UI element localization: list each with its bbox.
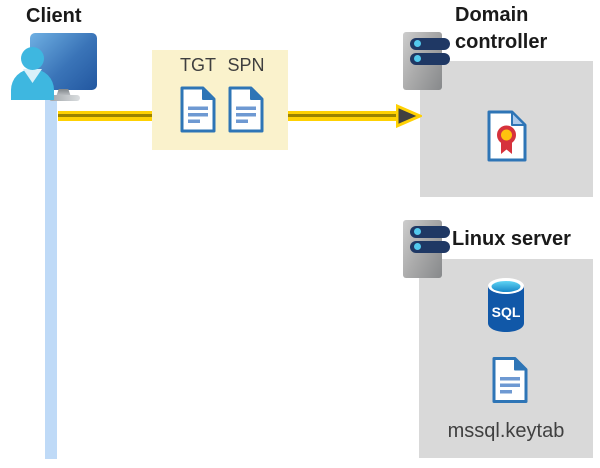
certificate-icon — [487, 110, 527, 162]
person-head — [21, 47, 44, 70]
server-led-dot — [414, 243, 421, 250]
client-label: Client — [26, 5, 82, 27]
spn-document-icon — [228, 86, 264, 133]
client-timeline-line — [45, 97, 57, 459]
server-drive-bay — [410, 38, 450, 50]
tgt-document-icon — [180, 86, 216, 133]
server-led-dot — [414, 228, 421, 235]
server-led-dot — [414, 40, 421, 47]
keytab-filename-label: mssql.keytab — [447, 420, 565, 442]
monitor-base — [49, 95, 80, 101]
server-drive-bay — [410, 226, 450, 238]
tgt-label: TGT — [180, 55, 216, 75]
arrow-head-icon — [396, 104, 422, 128]
domain-controller-server-icon — [403, 32, 451, 90]
linux-server-icon — [403, 220, 451, 278]
keytab-document-icon — [492, 357, 528, 403]
sql-text: SQL — [492, 304, 521, 320]
ticket-highlight-box — [152, 50, 288, 150]
monitor-stand — [56, 89, 71, 97]
domain-controller-label: Domain controller — [455, 4, 548, 53]
server-drive-bay — [410, 241, 450, 253]
server-drive-bay — [410, 53, 450, 65]
spn-label: SPN — [227, 55, 265, 75]
sql-database-icon: SQL — [488, 278, 524, 332]
server-led-dot — [414, 55, 421, 62]
linux-server-label: Linux server — [452, 228, 571, 250]
